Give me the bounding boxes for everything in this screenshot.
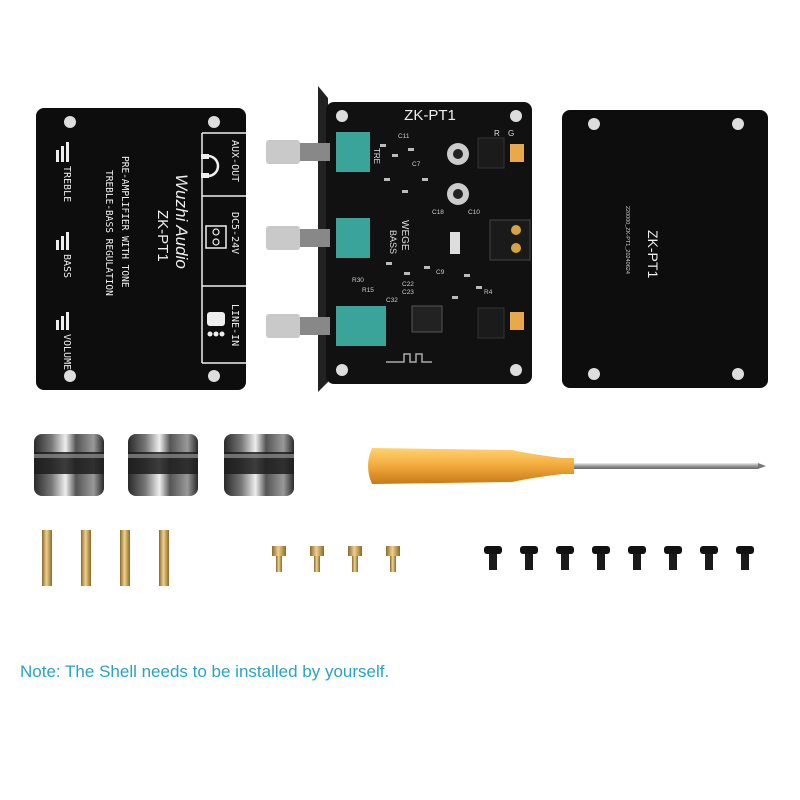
level-bars-icon — [56, 232, 69, 250]
mount-hole — [208, 370, 220, 382]
mount-hole — [64, 370, 76, 382]
back-title: ZK-PT1 — [645, 230, 661, 278]
potentiometer — [336, 306, 386, 346]
brass-standoffs-long — [42, 530, 169, 586]
pcb-part-label: C23 — [402, 289, 414, 296]
back-panel-plate — [562, 110, 768, 388]
screwdriver — [368, 448, 766, 484]
dc-jack-icon — [205, 225, 227, 249]
pcb-part-label: C9 — [436, 269, 445, 276]
brass-standoff — [81, 530, 91, 586]
potentiometer — [336, 132, 370, 172]
brass-standoff — [42, 530, 52, 586]
brand-logo: Wuzhi Audio — [172, 174, 191, 269]
back-panel: ZK-PT1 220000_ZK-PT1_20240624 — [562, 110, 768, 388]
pcb-silk-g: G — [508, 129, 514, 138]
label-treble: TREBLE — [61, 166, 72, 202]
label-bass: BASS — [61, 254, 72, 278]
front-model: ZK-PT1 — [154, 210, 171, 262]
black-screws — [484, 546, 754, 570]
installation-note: Note: The Shell needs to be installed by… — [20, 662, 390, 681]
brass-spacer — [348, 546, 362, 572]
pcb-silk-tre: TRE — [372, 148, 381, 164]
back-serial: 220000_ZK-PT1_20240624 — [624, 206, 630, 274]
knob-shaft — [266, 314, 330, 338]
pcb-part-label: C11 — [398, 133, 410, 140]
screwdriver-handle — [368, 448, 574, 484]
label-line-in: LINE-IN — [229, 304, 240, 346]
screw — [664, 546, 682, 570]
brass-standoff — [120, 530, 130, 586]
screw — [736, 546, 754, 570]
potentiometer — [336, 218, 370, 258]
knob-cap — [224, 434, 294, 496]
pcb-part-label: C32 — [386, 297, 398, 304]
capacitor — [447, 143, 469, 165]
knob-cap — [34, 434, 104, 496]
front-panel: AUX-OUT DC5-24V LINE-IN Wuzhi Audio ZK-P… — [36, 108, 246, 390]
pcb-part-label: R4 — [484, 289, 493, 296]
pcb-silk-brand: WEGE — [399, 220, 410, 251]
level-bars-icon — [56, 142, 69, 162]
power-terminal — [489, 219, 531, 261]
rca-jack-icon — [207, 312, 225, 337]
knob-shaft — [266, 226, 330, 250]
mount-hole — [64, 116, 76, 128]
knob-cap — [128, 434, 198, 496]
capacitor — [447, 183, 469, 205]
knob-shaft — [266, 140, 330, 164]
brass-standoffs-short — [272, 546, 400, 572]
pcb-silk-r: R — [494, 129, 500, 138]
pcb-part-label: R15 — [362, 287, 374, 294]
pcb-board: ZK-PT1 WEGE BASS TR — [266, 86, 532, 392]
screw — [700, 546, 718, 570]
pcb-title: ZK-PT1 — [404, 107, 456, 124]
screw — [556, 546, 574, 570]
screw — [592, 546, 610, 570]
pcb-part-label: C10 — [468, 209, 480, 216]
screw — [628, 546, 646, 570]
front-desc-2: TREBLE-BASS REGULATION — [103, 170, 114, 296]
level-bars-icon — [56, 312, 69, 330]
brass-spacer — [386, 546, 400, 572]
screw — [484, 546, 502, 570]
pcb-part-label: C18 — [432, 209, 444, 216]
pcb-silk-bass: BASS — [388, 230, 398, 254]
pcb-part-label: R30 — [352, 277, 364, 284]
pcb-part-label: C7 — [412, 161, 421, 168]
knob-caps — [34, 434, 294, 496]
front-desc-1: PRE-AMPLIFIER WITH TONE — [119, 156, 130, 288]
brass-spacer — [272, 546, 286, 572]
headphone-icon — [201, 154, 220, 178]
screw — [520, 546, 538, 570]
front-panel-plate — [36, 108, 246, 390]
label-dc: DC5-24V — [229, 212, 240, 254]
brass-spacer — [310, 546, 324, 572]
mount-hole — [208, 116, 220, 128]
label-aux-out: AUX-OUT — [229, 140, 240, 182]
brass-standoff — [159, 530, 169, 586]
label-volume: VOLUME — [61, 334, 72, 370]
pcb-part-label: C22 — [402, 281, 414, 288]
screwdriver-shaft — [574, 463, 758, 469]
